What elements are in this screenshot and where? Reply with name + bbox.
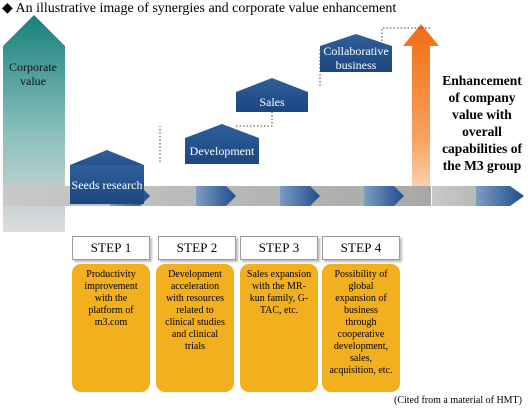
step-4-description: Possibility of global expansion of busin… [322,264,400,392]
stage-label-seeds-research: Seeds research [71,178,143,192]
corporate-value-arrow [3,15,65,232]
stage-label-collaborative-business: Collaborative business [323,44,389,72]
enhancement-arrow [403,24,439,186]
segment-arrow-5-head [476,186,524,206]
step-1-header: STEP 1 [72,236,150,260]
stage-shape-collab [320,34,392,72]
segment-arrow-3 [280,186,320,206]
stage-body-seeds [70,165,144,204]
stage-shape-development [185,124,259,164]
enhancement-text: Enhancement of company value with overal… [442,73,522,173]
stage-shape-sales [236,78,308,112]
segment-arrow-4 [364,186,404,206]
stage-label-sales: Sales [259,95,285,109]
step-2-header: STEP 2 [158,236,236,260]
step-3-description: Sales expansion with the MR-kun family, … [240,264,318,392]
citation: (Cited from a material of HMT) [393,395,522,406]
step-4-header: STEP 4 [322,236,400,260]
step-1-description: Productivity improvement with the platfo… [72,264,150,392]
corporate-value-label: Corporate value [9,60,57,88]
page-title: ◆ An illustrative image of synergies and… [2,1,397,16]
stage-label-development: Development [189,144,255,158]
step-2-description: Development acceleration with resources … [156,264,234,392]
segment-arrow-2 [196,186,236,206]
step-3-header: STEP 3 [240,236,318,260]
